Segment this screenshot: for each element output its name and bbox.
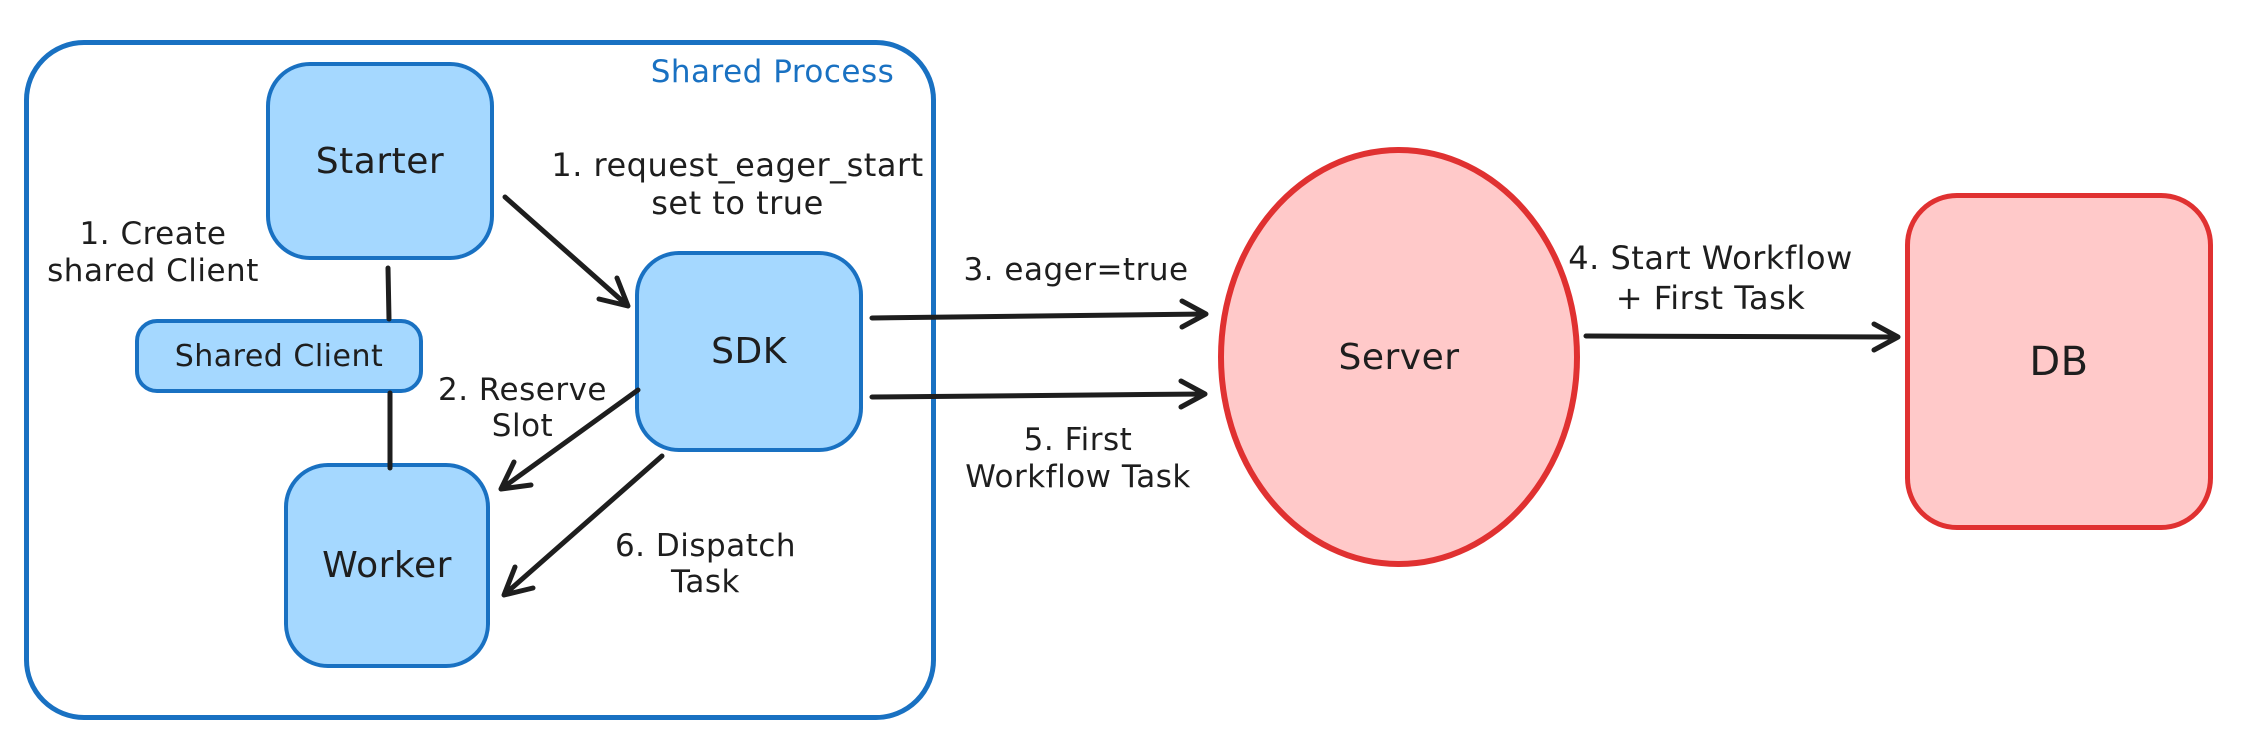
db-node: DB (1905, 193, 2213, 530)
annotation-reserve-slot: 2. Reserve Slot (437, 372, 608, 444)
server-node: Server (1218, 147, 1580, 567)
annotation-eager-true: 3. eager=true (963, 252, 1189, 288)
db-label: DB (2029, 338, 2089, 385)
starter-label: Starter (315, 140, 445, 182)
annotation-create-shared-client: 1. Create shared Client (47, 216, 259, 289)
sdk-node: SDK (635, 251, 863, 452)
server-label: Server (1338, 336, 1460, 378)
arrow-server-to-db (1583, 321, 1901, 353)
starter-node: Starter (266, 62, 494, 260)
worker-node: Worker (284, 463, 490, 668)
annotation-first-workflow-task: 5. First Workflow Task (965, 422, 1191, 495)
annotation-request-eager-start: 1. request_eager_start set to true (551, 146, 924, 222)
shared-client-label: Shared Client (174, 338, 384, 374)
shared-process-label: Shared Process (650, 54, 895, 90)
annotation-dispatch-task: 6. Dispatch Task (614, 528, 797, 600)
shared-client-node: Shared Client (135, 319, 423, 393)
worker-label: Worker (322, 545, 452, 586)
annotation-start-workflow-first-task: 4. Start Workflow + First Task (1568, 239, 1853, 317)
sdk-label: SDK (711, 331, 787, 372)
